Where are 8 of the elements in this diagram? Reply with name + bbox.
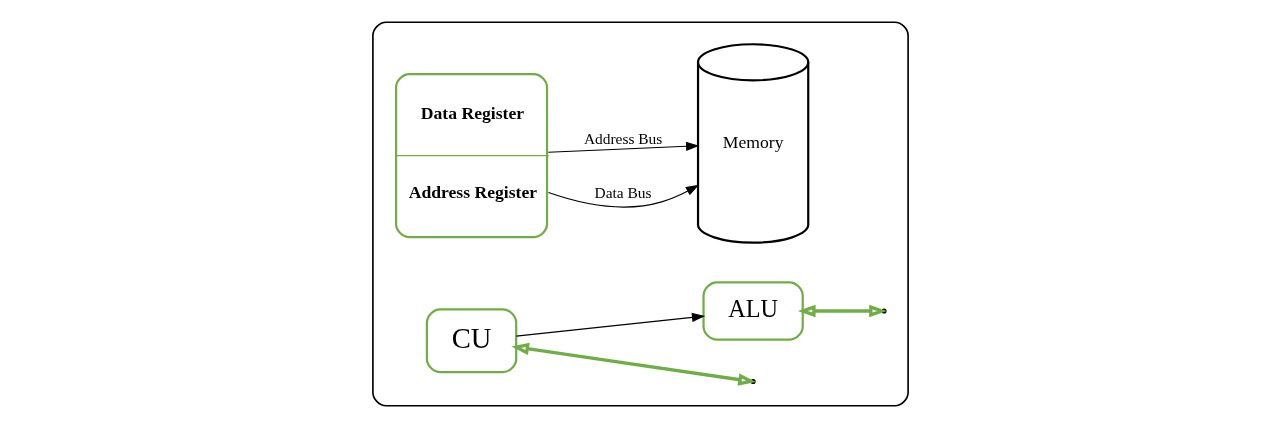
cluster: [371, 20, 909, 407]
arrow: [515, 312, 705, 337]
edge-label: Data Bus: [594, 183, 652, 201]
arrow: [547, 141, 699, 153]
arrow: [547, 184, 699, 208]
node-box: CU: [425, 307, 517, 373]
edge-label: Address Bus: [583, 129, 662, 147]
node-box: ALU: [701, 280, 804, 341]
